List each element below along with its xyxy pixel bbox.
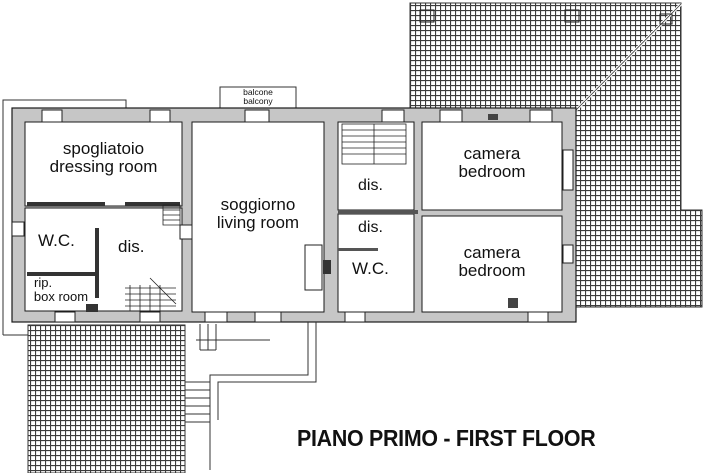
chimney-mark: [488, 114, 498, 120]
label-bedroom-lower: camera bedroom: [422, 244, 562, 280]
staircase: [125, 123, 407, 311]
label-en: living room: [216, 212, 300, 232]
label-en: bedroom: [458, 161, 526, 181]
label-balcony: balcone balcony: [220, 88, 296, 106]
label-wc-right: W.C.: [352, 259, 389, 278]
label-it: camera: [463, 144, 521, 163]
label-it: soggiorno: [220, 195, 296, 214]
label-en: box room: [33, 288, 89, 304]
terrace-outline: [2, 99, 127, 336]
label-wc-left: W.C.: [38, 231, 75, 250]
outside-stairs: [185, 322, 317, 470]
label-en: balcony: [243, 95, 273, 106]
label-box-room: rip. box room: [26, 276, 96, 303]
label-bedroom-upper: camera bedroom: [422, 145, 562, 181]
chimney-mark: [86, 304, 98, 312]
label-en: dressing room: [49, 156, 158, 176]
roof-bottom-left: [27, 324, 186, 473]
windows: [11, 109, 574, 323]
plan-title: PIANO PRIMO - FIRST FLOOR: [297, 425, 596, 451]
label-dressing-room: spogliatoio dressing room: [25, 140, 182, 176]
label-en: bedroom: [458, 260, 526, 280]
label-it: camera: [463, 243, 521, 262]
label-dis-upper: dis.: [358, 177, 383, 194]
chimney-mark: [508, 298, 518, 308]
label-dis-left: dis.: [118, 237, 145, 256]
label-it: balcone: [243, 87, 273, 97]
label-it: rip.: [34, 275, 53, 290]
label-living-room: soggiorno living room: [192, 196, 324, 232]
label-it: spogliatoio: [62, 139, 145, 158]
label-dis-lower: dis.: [358, 219, 383, 236]
